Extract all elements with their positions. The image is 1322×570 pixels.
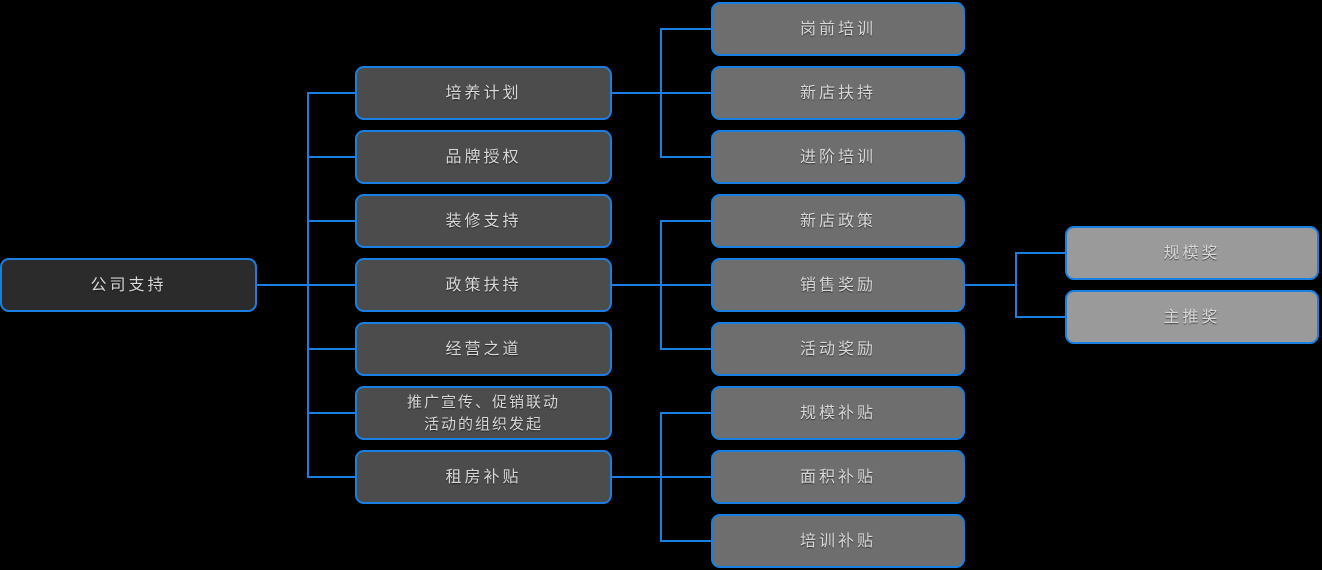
node-label: 推广宣传、促销联动 活动的组织发起: [406, 392, 560, 434]
connector-training-stem: [612, 92, 662, 94]
node-new-store-policy[interactable]: 新店政策: [711, 194, 965, 248]
node-rent-subsidy[interactable]: 租房补贴: [355, 450, 612, 504]
node-label: 规模奖: [1163, 243, 1221, 262]
node-label: 新店扶持: [799, 83, 876, 102]
node-label: 品牌授权: [445, 147, 522, 166]
node-training-plan[interactable]: 培养计划: [355, 66, 612, 120]
node-root-company-support[interactable]: 公司支持: [0, 258, 257, 312]
connector-subsidy-branch-2: [660, 476, 711, 478]
node-label: 规模补贴: [799, 403, 876, 422]
connector-policy-branch-1: [660, 220, 711, 222]
node-pre-job-training[interactable]: 岗前培训: [711, 2, 965, 56]
node-label: 装修支持: [445, 211, 522, 230]
connector-award-branch-2: [1015, 316, 1066, 318]
node-label: 新店政策: [799, 211, 876, 230]
connector-policy-stem: [612, 284, 662, 286]
node-activity-incentive[interactable]: 活动奖励: [711, 322, 965, 376]
node-decoration-support[interactable]: 装修支持: [355, 194, 612, 248]
node-area-subsidy[interactable]: 面积补贴: [711, 450, 965, 504]
node-label: 面积补贴: [799, 467, 876, 486]
connector-award-branch-1: [1015, 252, 1066, 254]
connector-training-branch-1: [660, 28, 711, 30]
node-business-philosophy[interactable]: 经营之道: [355, 322, 612, 376]
connector-training-branch-3: [660, 156, 711, 158]
connector-policy-branch-3: [660, 348, 711, 350]
connector-level2-branch-2: [307, 156, 355, 158]
connector-level2-branch-1: [307, 92, 355, 94]
node-sales-incentive[interactable]: 销售奖励: [711, 258, 965, 312]
node-label: 培养计划: [445, 83, 522, 102]
node-promotion-campaign[interactable]: 推广宣传、促销联动 活动的组织发起: [355, 386, 612, 440]
connector-award-trunk: [1015, 252, 1017, 318]
connector-level2-branch-4: [307, 284, 355, 286]
connector-training-branch-2: [660, 92, 711, 94]
connector-subsidy-stem: [612, 476, 662, 478]
node-main-push-award[interactable]: 主推奖: [1065, 290, 1319, 344]
connector-award-stem: [965, 284, 1016, 286]
node-label: 租房补贴: [445, 467, 522, 486]
connector-level2-branch-3: [307, 220, 355, 222]
node-scale-award[interactable]: 规模奖: [1065, 226, 1319, 280]
node-new-store-support[interactable]: 新店扶持: [711, 66, 965, 120]
connector-subsidy-branch-3: [660, 540, 711, 542]
node-label: 公司支持: [90, 275, 167, 294]
node-advanced-training[interactable]: 进阶培训: [711, 130, 965, 184]
connector-subsidy-branch-1: [660, 412, 711, 414]
node-label: 培训补贴: [799, 531, 876, 550]
node-label: 经营之道: [445, 339, 522, 358]
node-label: 进阶培训: [799, 147, 876, 166]
node-label: 销售奖励: [799, 275, 876, 294]
node-label: 活动奖励: [799, 339, 876, 358]
connector-root-stem: [256, 284, 308, 286]
node-label: 政策扶持: [445, 275, 522, 294]
node-policy-support[interactable]: 政策扶持: [355, 258, 612, 312]
connector-level2-branch-7: [307, 476, 355, 478]
connector-policy-branch-2: [660, 284, 711, 286]
node-training-subsidy[interactable]: 培训补贴: [711, 514, 965, 568]
node-label: 主推奖: [1163, 307, 1221, 326]
connector-level2-branch-5: [307, 348, 355, 350]
node-scale-subsidy[interactable]: 规模补贴: [711, 386, 965, 440]
node-label: 岗前培训: [799, 19, 876, 38]
node-brand-authorization[interactable]: 品牌授权: [355, 130, 612, 184]
connector-level2-branch-6: [307, 412, 355, 414]
